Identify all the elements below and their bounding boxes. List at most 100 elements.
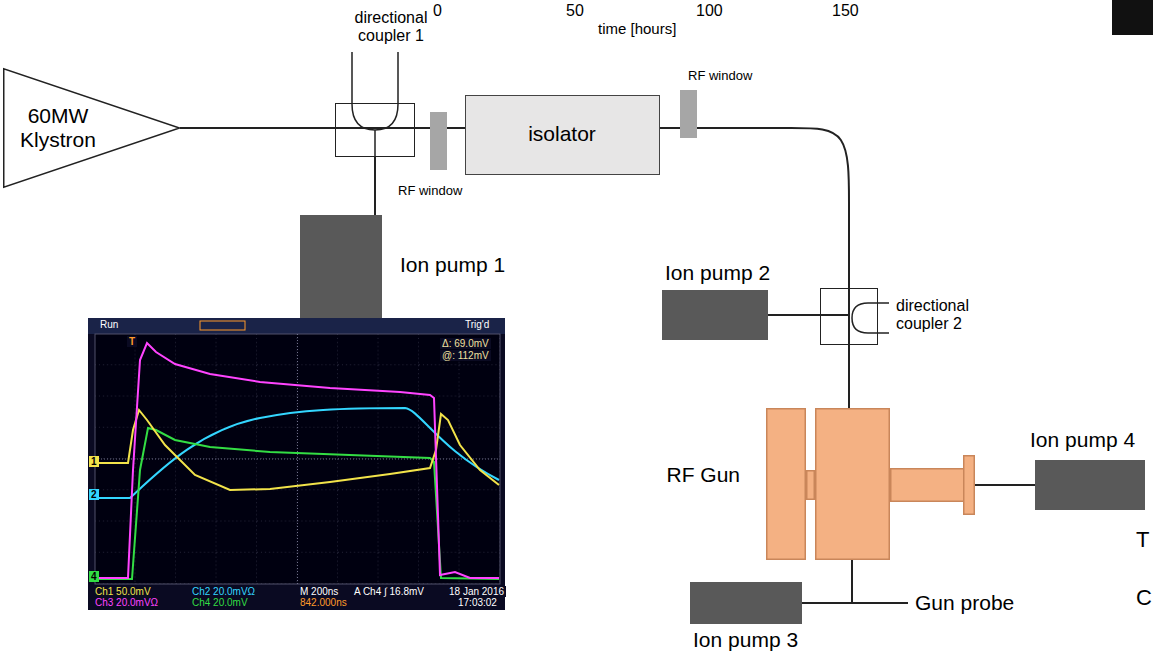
node-label: RF window bbox=[688, 69, 752, 84]
node-label: Ion pump 3 bbox=[693, 628, 798, 652]
ion-pump: Ion pump 4 bbox=[1035, 460, 1145, 510]
label-holder: Run bbox=[98, 319, 120, 330]
scope-readout: T bbox=[127, 336, 137, 347]
waveguide-line bbox=[768, 314, 820, 316]
label-holder: 1 bbox=[89, 456, 99, 467]
coupler-arm bbox=[852, 303, 889, 333]
scope-readout: @: 112mV bbox=[440, 350, 491, 361]
text-label: 50 bbox=[566, 2, 584, 20]
label-holder: 60MW Klystron bbox=[9, 104, 107, 152]
node-label: directional coupler 1 bbox=[341, 9, 441, 46]
rf-gun: RF Gun bbox=[766, 408, 975, 560]
waveguide-line bbox=[820, 288, 849, 345]
text-label: time [hours] bbox=[598, 21, 676, 38]
label-holder: 18 Jan 2016 bbox=[447, 586, 506, 597]
scope-readout: A Ch4 ∫ 16.8mV bbox=[352, 586, 426, 597]
ion-pump: Ion pump 2 bbox=[662, 290, 768, 340]
waveguide-line bbox=[447, 127, 465, 129]
klystron-amplifier: 60MW Klystron bbox=[3, 68, 180, 188]
gun-part bbox=[767, 409, 806, 560]
label-holder: 842.000ns bbox=[298, 597, 349, 608]
probe-line bbox=[852, 602, 908, 604]
ion-pump: Ion pump 3 bbox=[690, 582, 802, 624]
text-label: 150 bbox=[832, 2, 859, 20]
text-label: C bbox=[1136, 586, 1152, 610]
scope-readout: Ch4 20.0mV bbox=[190, 597, 250, 608]
label-holder: isolator bbox=[528, 122, 596, 146]
magenta-trace bbox=[99, 343, 499, 578]
rf-window: RF window bbox=[680, 90, 697, 138]
scope-screen bbox=[88, 318, 505, 610]
node-label: directional coupler 2 bbox=[896, 297, 986, 334]
scope-readout: 4 bbox=[89, 571, 99, 582]
label-holder: Ion pump 4 bbox=[1030, 428, 1135, 452]
label-holder: 2 bbox=[89, 489, 99, 500]
scope-readout: Ch2 20.0mVΩ bbox=[190, 586, 257, 597]
waveguide-line bbox=[415, 127, 430, 129]
text-label: 100 bbox=[696, 2, 723, 20]
scope-readout: 842.000ns bbox=[298, 597, 349, 608]
label-holder: Ch2 20.0mVΩ bbox=[190, 586, 257, 597]
directional-coupler: directional coupler 1 bbox=[335, 103, 415, 157]
coupler-arm bbox=[352, 52, 398, 157]
label-holder: Ch1 50.0mV bbox=[93, 586, 153, 597]
scope-readout: 17:03:02 bbox=[456, 597, 499, 608]
scope-readout: Ch1 50.0mV bbox=[93, 586, 153, 597]
scope-grid bbox=[95, 334, 500, 584]
scope-readout: Run bbox=[98, 319, 120, 330]
node-label: Ion pump 4 bbox=[1030, 428, 1135, 452]
label-holder: RF window bbox=[398, 184, 462, 199]
label-holder: RF Gun bbox=[666, 463, 740, 487]
gun-part bbox=[964, 456, 975, 515]
scope-readout: 2 bbox=[89, 489, 99, 500]
label-holder: M 200ns bbox=[298, 586, 340, 597]
waveguide-line bbox=[374, 157, 376, 215]
waveguide-line bbox=[975, 484, 1035, 486]
waveguide-line bbox=[180, 127, 335, 129]
text-label: T bbox=[1136, 528, 1149, 552]
waveguide-line bbox=[660, 127, 680, 129]
label-holder: 17:03:02 bbox=[456, 597, 499, 608]
gun-part bbox=[891, 469, 965, 502]
yellow-trace bbox=[99, 410, 499, 490]
scope-readout: Trig'd bbox=[463, 319, 491, 330]
rf-window: RF window bbox=[430, 112, 447, 170]
label-holder: C bbox=[1136, 586, 1152, 610]
label-holder: 0 bbox=[433, 2, 442, 20]
cropped-panel bbox=[1112, 0, 1153, 35]
node-label: Ion pump 2 bbox=[665, 261, 770, 285]
scope-center-lines bbox=[95, 334, 500, 584]
label-holder: 4 bbox=[89, 571, 99, 582]
node-label: Ion pump 1 bbox=[400, 253, 505, 277]
label-holder: Trig'd bbox=[463, 319, 491, 330]
label-holder: 150 bbox=[832, 2, 859, 20]
label-holder: Ch3 20.0mVΩ bbox=[93, 597, 160, 608]
text-label: Gun probe bbox=[915, 591, 1014, 614]
label-holder: @: 112mV bbox=[440, 350, 491, 361]
waveguide-line bbox=[848, 345, 850, 408]
trigger-bracket bbox=[200, 321, 245, 330]
label-holder: T bbox=[127, 336, 137, 347]
label-holder: Ion pump 1 bbox=[400, 253, 505, 277]
label-holder: Gun probe bbox=[915, 591, 1014, 614]
scope-readout: 18 Jan 2016 bbox=[447, 586, 506, 597]
waveguide-line bbox=[802, 560, 852, 603]
directional-coupler: directional coupler 2 bbox=[820, 288, 878, 345]
klystron-outline bbox=[4, 69, 180, 188]
label-holder: directional coupler 2 bbox=[896, 297, 986, 334]
label-holder: A Ch4 ∫ 16.8mV bbox=[352, 586, 426, 597]
label-holder: time [hours] bbox=[598, 21, 676, 38]
scope-readout: Δ: 69.0mV bbox=[440, 338, 491, 349]
scope-readout: Ch3 20.0mVΩ bbox=[93, 597, 160, 608]
label-holder: Ion pump 3 bbox=[693, 628, 798, 652]
label-holder: Ion pump 2 bbox=[665, 261, 770, 285]
node-label: isolator bbox=[528, 122, 596, 146]
label-holder: Δ: 69.0mV bbox=[440, 338, 491, 349]
text-label: 0 bbox=[433, 2, 442, 20]
ion-pump: Ion pump 1 bbox=[300, 215, 382, 318]
node-label: RF Gun bbox=[666, 463, 740, 487]
gun-cavity bbox=[766, 408, 975, 560]
label-holder: T bbox=[1136, 528, 1149, 552]
scope-readout: 1 bbox=[89, 456, 99, 467]
